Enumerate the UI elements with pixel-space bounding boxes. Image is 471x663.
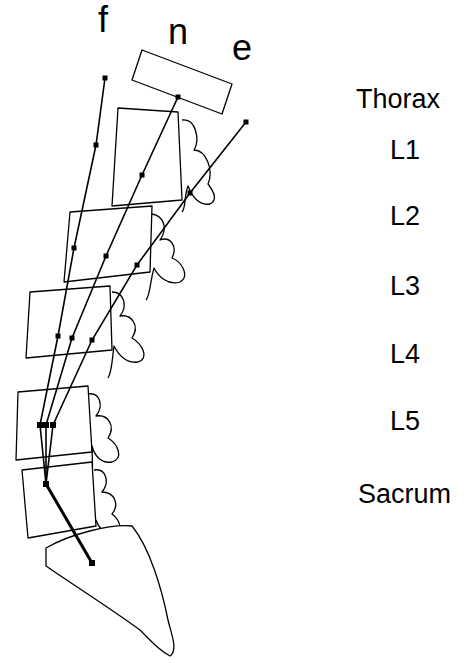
vertebra-label: L4 xyxy=(390,341,420,368)
thorax-marker xyxy=(132,50,232,114)
line-l4-l5 xyxy=(40,425,46,484)
vertebra-label: L5 xyxy=(390,408,420,435)
region-label: Thorax xyxy=(356,86,440,113)
sacrum-outline xyxy=(46,526,174,656)
vertebra-label: L1 xyxy=(390,137,420,164)
line-e xyxy=(53,122,246,425)
segment-lines xyxy=(40,78,246,563)
region-label: Sacrum xyxy=(358,481,451,508)
line-sacrum xyxy=(46,484,92,563)
line-letter: e xyxy=(232,30,252,66)
line-letter: f xyxy=(98,2,108,38)
line-letter: n xyxy=(168,14,188,50)
vertebra-body xyxy=(112,108,182,206)
vertebra-body xyxy=(64,206,152,282)
vertebra-label: L2 xyxy=(390,203,420,230)
vertebra-body xyxy=(22,462,96,538)
line-f xyxy=(40,78,105,425)
line-l4-l5 xyxy=(46,425,53,484)
vertebra-label: L3 xyxy=(390,273,420,300)
vertebra-process xyxy=(94,470,120,534)
line-n xyxy=(46,97,178,425)
vertebrae xyxy=(16,50,232,656)
marker-dots xyxy=(37,76,249,567)
